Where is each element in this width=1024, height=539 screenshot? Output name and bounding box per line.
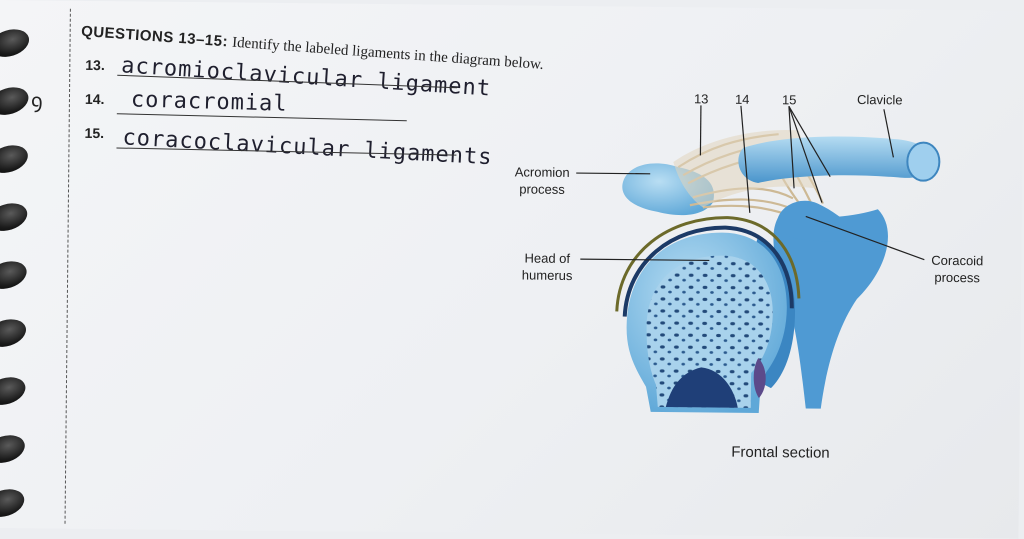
medullary-cavity <box>665 367 738 408</box>
question-item: 13. <box>85 57 117 73</box>
binding-ring <box>0 372 29 410</box>
clavicle-bone <box>738 136 934 183</box>
coracoid-process-bone <box>777 200 856 242</box>
coracoid-label-line2: process <box>934 269 980 286</box>
handwritten-answer: coracromial <box>130 87 288 117</box>
binding-ring <box>0 314 30 352</box>
coracoid-label: Coracoid process <box>925 252 989 287</box>
clavicle-end <box>906 141 941 182</box>
binding-ring <box>0 484 28 522</box>
diagram-caption: Frontal section <box>731 443 830 462</box>
synovial-pouch <box>753 357 766 398</box>
head-of-humerus-label: Head of humerus <box>507 249 587 284</box>
scapula <box>773 209 888 409</box>
margin-mark: ꝯ <box>30 88 43 113</box>
question-item: 15. <box>85 125 117 141</box>
glenoid <box>755 237 795 389</box>
binding-ring <box>0 24 33 62</box>
question-number: 15. <box>84 124 105 142</box>
binding-ring <box>0 198 31 236</box>
binding-ring <box>0 430 29 468</box>
leader-lines <box>576 105 925 262</box>
spongy-bone <box>646 255 773 408</box>
acromion-label: Acromion process <box>502 163 582 198</box>
coracoid-label-line1: Coracoid <box>931 252 984 269</box>
clavicle-label: Clavicle <box>856 91 903 108</box>
label-number-14: 14 <box>734 91 750 107</box>
binding-ring <box>0 256 31 294</box>
margin-line <box>64 8 71 524</box>
acromion-label-line2: process <box>519 181 565 197</box>
question-number: 13. <box>85 56 105 74</box>
question-number: 14. <box>84 90 105 108</box>
shoulder-illustration <box>576 105 941 413</box>
label-number-13: 13 <box>693 91 709 107</box>
question-item: 14. <box>85 91 117 107</box>
binding-ring <box>0 82 32 120</box>
label-number-15: 15 <box>781 92 797 108</box>
shoulder-joint-diagram: 13 14 15 Clavicle Acromion process Head … <box>475 65 1023 491</box>
binding-ring <box>0 140 32 178</box>
spiral-binding <box>0 0 40 528</box>
question-number-range: QUESTIONS 13–15: <box>80 22 229 51</box>
joint-capsule <box>615 216 801 312</box>
acromion-label-line1: Acromion <box>514 164 570 180</box>
head-label-line2: humerus <box>521 267 573 284</box>
articular-cartilage <box>622 225 794 317</box>
head-label-line1: Head of <box>524 250 571 266</box>
